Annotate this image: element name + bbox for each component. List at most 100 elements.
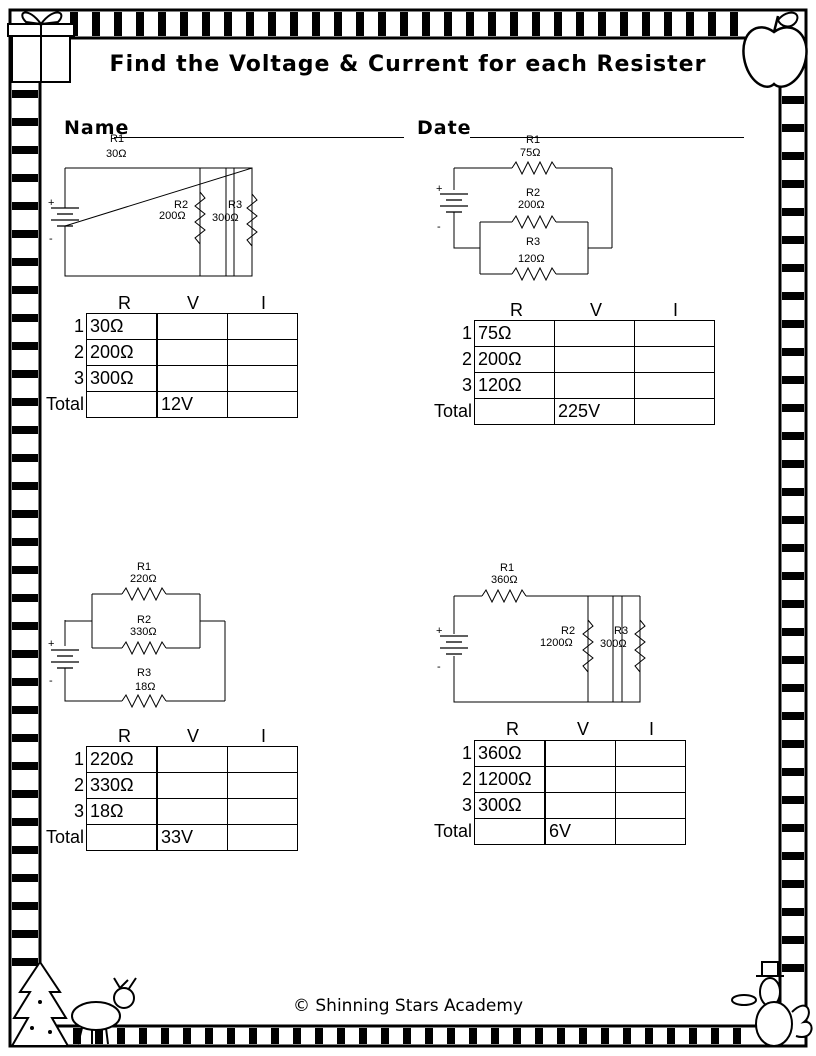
- header-r: R: [118, 293, 131, 313]
- r3-value: 18Ω: [135, 681, 155, 693]
- battery-plus: +: [48, 638, 54, 650]
- voltage-cell[interactable]: [544, 766, 617, 793]
- voltage-cell[interactable]: [544, 792, 617, 819]
- reindeer-icon: [71, 977, 137, 1045]
- battery-icon: [51, 649, 79, 669]
- circuit-diagram-3: + - R1 220Ω R2 330Ω R3 18Ω: [48, 561, 226, 709]
- total-current-cell[interactable]: [615, 818, 687, 845]
- total-resistance-cell[interactable]: [86, 391, 159, 418]
- total-label: Total: [46, 827, 85, 847]
- total-current-cell[interactable]: [227, 824, 299, 851]
- row-number: 2: [74, 342, 85, 362]
- header-i: I: [261, 293, 267, 313]
- r1-zigzag: [481, 588, 527, 604]
- copyright-footer: © Shinning Stars Academy: [292, 996, 524, 1016]
- current-cell[interactable]: [615, 792, 687, 819]
- battery-minus: -: [49, 675, 53, 687]
- current-cell[interactable]: [227, 772, 299, 799]
- current-cell[interactable]: [615, 766, 687, 793]
- r2-value: 200Ω: [518, 199, 545, 211]
- voltage-cell[interactable]: [156, 365, 229, 392]
- current-cell[interactable]: [227, 339, 299, 366]
- total-label: Total: [434, 401, 473, 421]
- total-resistance-cell[interactable]: [474, 398, 556, 425]
- r1-label: R1: [137, 561, 151, 573]
- row-number: 3: [74, 801, 85, 821]
- r1-zigzag: [121, 586, 167, 602]
- r3-label: R3: [228, 199, 242, 211]
- current-cell[interactable]: [615, 740, 687, 767]
- current-cell[interactable]: [634, 320, 716, 347]
- row-number: 3: [462, 375, 473, 395]
- total-label: Total: [46, 394, 85, 414]
- voltage-cell[interactable]: [544, 740, 617, 767]
- total-label: Total: [434, 821, 473, 841]
- header-v: V: [187, 726, 200, 746]
- resistance-cell: 300Ω: [474, 792, 547, 819]
- current-cell[interactable]: [634, 372, 716, 399]
- r1-value: 30Ω: [106, 148, 126, 160]
- header-v: V: [577, 719, 590, 739]
- resistance-cell: 1200Ω: [474, 766, 547, 793]
- header-i: I: [649, 719, 655, 739]
- r1-zigzag: [511, 160, 557, 176]
- header-v: V: [590, 300, 603, 320]
- r2-zigzag: [121, 640, 167, 656]
- voltage-cell[interactable]: [554, 320, 636, 347]
- current-cell[interactable]: [227, 798, 299, 825]
- header-v: V: [187, 293, 200, 313]
- battery-icon: [440, 635, 468, 655]
- voltage-cell[interactable]: [156, 746, 229, 773]
- christmas-tree-icon: [10, 960, 70, 1047]
- resistance-cell: 200Ω: [86, 339, 159, 366]
- voltage-cell[interactable]: [554, 372, 636, 399]
- row-number: 3: [74, 368, 85, 388]
- resistance-cell: 360Ω: [474, 740, 547, 767]
- voltage-cell[interactable]: [156, 313, 229, 340]
- voltage-cell[interactable]: [156, 798, 229, 825]
- r2-zigzag: [194, 191, 206, 245]
- r2-value: 1200Ω: [540, 637, 573, 649]
- current-cell[interactable]: [634, 346, 716, 373]
- r2-label: R2: [137, 614, 151, 626]
- header-r: R: [118, 726, 131, 746]
- total-resistance-cell[interactable]: [474, 818, 547, 845]
- total-current-cell[interactable]: [634, 398, 716, 425]
- resistance-cell: 75Ω: [474, 320, 556, 347]
- r3-zigzag: [634, 619, 646, 673]
- total-voltage-cell: 6V: [544, 818, 617, 845]
- resistance-cell: 300Ω: [86, 365, 159, 392]
- worksheet-title: Find the Voltage & Current for each Resi…: [109, 52, 707, 77]
- r3-zigzag: [246, 193, 258, 247]
- total-resistance-cell[interactable]: [86, 824, 159, 851]
- battery-icon: [51, 207, 79, 227]
- voltage-cell[interactable]: [554, 346, 636, 373]
- total-current-cell[interactable]: [227, 391, 299, 418]
- r3-zigzag: [511, 266, 557, 282]
- name-line[interactable]: [114, 137, 404, 138]
- current-cell[interactable]: [227, 746, 299, 773]
- row-number: 2: [74, 775, 85, 795]
- r2-value: 330Ω: [130, 626, 157, 638]
- r3-label: R3: [526, 236, 540, 248]
- current-cell[interactable]: [227, 365, 299, 392]
- table-row: Total 6V: [434, 818, 687, 845]
- current-cell[interactable]: [227, 313, 299, 340]
- battery-minus: -: [437, 221, 441, 233]
- date-line[interactable]: [470, 137, 744, 138]
- voltage-cell[interactable]: [156, 339, 229, 366]
- voltage-cell[interactable]: [156, 772, 229, 799]
- resistance-cell: 18Ω: [86, 798, 159, 825]
- resistance-cell: 330Ω: [86, 772, 159, 799]
